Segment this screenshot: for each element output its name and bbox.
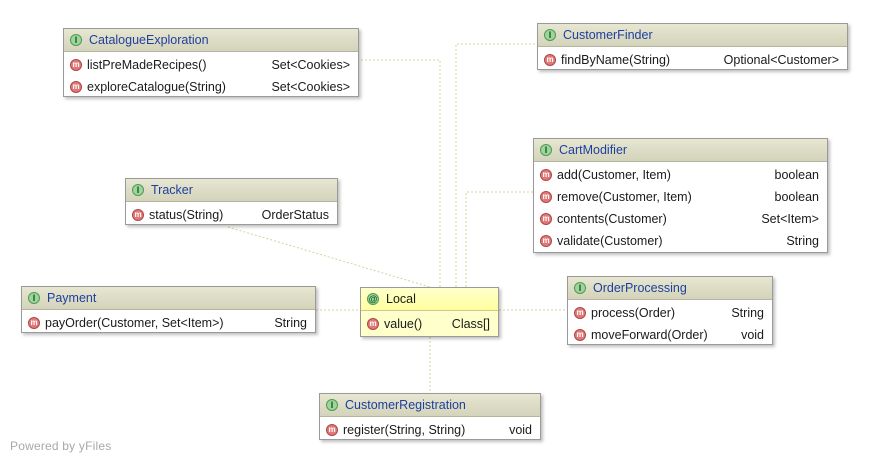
class-name: Payment [47,291,97,305]
class-header: I Tracker [126,179,337,202]
class-customer-registration[interactable]: I CustomerRegistration m register(String… [319,393,541,440]
method-row[interactable]: m add(Customer, Item) boolean [534,164,827,186]
class-header: I CustomerRegistration [320,394,540,417]
class-tracker[interactable]: I Tracker m status(String) OrderStatus [125,178,338,225]
class-name: OrderProcessing [593,281,687,295]
method-icon: m [574,329,586,341]
class-order-processing[interactable]: I OrderProcessing m process(Order) Strin… [567,276,773,345]
class-name: CatalogueExploration [89,33,209,47]
class-header: I CatalogueExploration [64,29,358,52]
annotation-local[interactable]: @ Local m value() Class[] [360,287,499,337]
method-row[interactable]: m contents(Customer) Set<Item> [534,208,827,230]
method-icon: m [540,235,552,247]
method-icon: m [132,209,144,221]
class-name: Tracker [151,183,193,197]
method-icon: m [367,318,379,330]
interface-icon: I [132,184,144,196]
method-row[interactable]: m remove(Customer, Item) boolean [534,186,827,208]
method-row[interactable]: m process(Order) String [568,302,772,324]
edge-local-finder [455,43,537,287]
interface-icon: I [574,282,586,294]
method-row[interactable]: m validate(Customer) String [534,230,827,252]
method-row[interactable]: m moveForward(Order) void [568,324,772,346]
method-return-type: Class[] [451,317,490,331]
method-icon: m [70,59,82,71]
method-icon: m [540,191,552,203]
method-return-type: OrderStatus [261,208,329,222]
edge-local-tracker [227,226,431,288]
method-icon: m [574,307,586,319]
method-return-type: void [741,328,764,342]
method-icon: m [544,54,556,66]
method-row[interactable]: m payOrder(Customer, Set<Item>) String [22,312,315,334]
class-name: Local [386,292,416,306]
interface-icon: I [70,34,82,46]
method-return-type: String [274,316,307,330]
watermark-text: Powered by yFiles [10,439,112,453]
method-icon: m [540,213,552,225]
method-row[interactable]: m exploreCatalogue(String) Set<Cookies> [64,76,358,98]
method-signature: contents(Customer) [557,212,667,226]
interface-icon: I [544,29,556,41]
method-icon: m [28,317,40,329]
method-row[interactable]: m register(String, String) void [320,419,540,441]
method-row[interactable]: m listPreMadeRecipes() Set<Cookies> [64,54,358,76]
method-signature: findByName(String) [561,53,671,67]
method-return-type: String [786,234,819,248]
method-return-type: boolean [774,168,820,182]
class-header: I CustomerFinder [538,24,847,47]
edge-local-catalogue [359,59,441,287]
method-return-type: Set<Item> [761,212,819,226]
method-row[interactable]: m value() Class[] [361,313,498,335]
class-header: I OrderProcessing [568,277,772,300]
class-payment[interactable]: I Payment m payOrder(Customer, Set<Item>… [21,286,316,333]
method-signature: listPreMadeRecipes() [87,58,207,72]
class-header: I CartModifier [534,139,827,162]
method-row[interactable]: m findByName(String) Optional<Customer> [538,49,847,71]
method-signature: value() [384,317,423,331]
method-row[interactable]: m status(String) OrderStatus [126,204,337,226]
method-signature: moveForward(Order) [591,328,708,342]
class-name: CustomerRegistration [345,398,466,412]
class-name: CustomerFinder [563,28,653,42]
method-return-type: boolean [774,190,820,204]
class-name: CartModifier [559,143,628,157]
interface-icon: I [28,292,40,304]
method-signature: register(String, String) [343,423,466,437]
method-signature: process(Order) [591,306,676,320]
method-return-type: void [509,423,532,437]
class-cart-modifier[interactable]: I CartModifier m add(Customer, Item) boo… [533,138,828,253]
interface-icon: I [326,399,338,411]
method-icon: m [70,81,82,93]
method-signature: status(String) [149,208,224,222]
class-header: I Payment [22,287,315,310]
annotation-icon: @ [367,293,379,305]
method-return-type: String [731,306,764,320]
method-signature: exploreCatalogue(String) [87,80,226,94]
class-customer-finder[interactable]: I CustomerFinder m findByName(String) Op… [537,23,848,70]
method-signature: validate(Customer) [557,234,663,248]
method-return-type: Set<Cookies> [271,58,350,72]
method-icon: m [540,169,552,181]
method-return-type: Set<Cookies> [271,80,350,94]
edge-local-cart [465,191,533,287]
method-icon: m [326,424,338,436]
interface-icon: I [540,144,552,156]
method-signature: add(Customer, Item) [557,168,671,182]
class-header: @ Local [361,288,498,311]
method-signature: payOrder(Customer, Set<Item>) [45,316,224,330]
class-catalogue-exploration[interactable]: I CatalogueExploration m listPreMadeReci… [63,28,359,97]
method-signature: remove(Customer, Item) [557,190,692,204]
method-return-type: Optional<Customer> [723,53,839,67]
